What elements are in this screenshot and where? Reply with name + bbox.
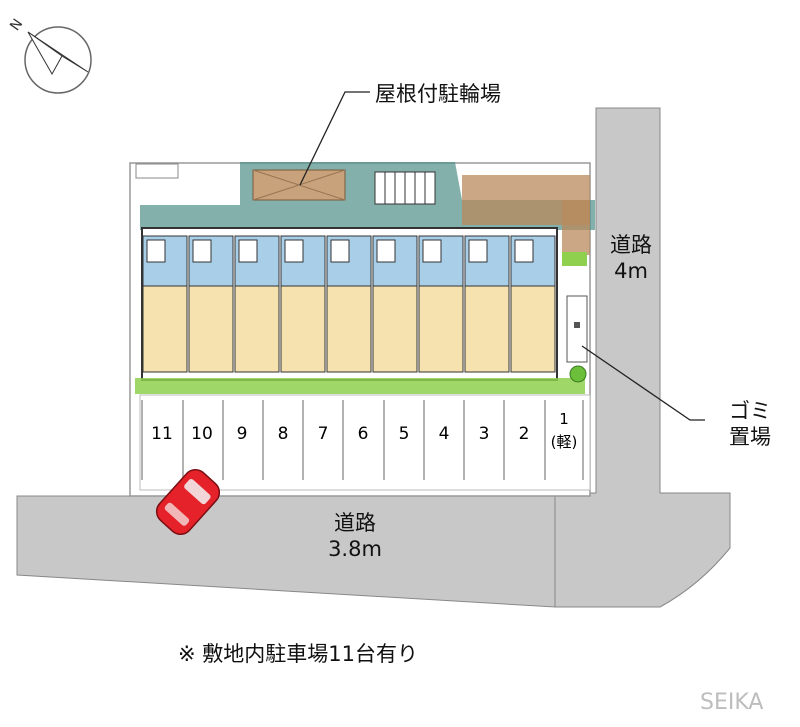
parking-dividers (141, 400, 584, 480)
svg-text:N: N (7, 16, 26, 34)
watermark: SEIKA (700, 690, 764, 715)
unit-1 (142, 235, 188, 373)
bike-shed-leader (299, 91, 370, 186)
unit-2 (188, 235, 234, 373)
garbage-label-line1: ゴミ (729, 399, 771, 423)
parking-slot-label: 8 (277, 424, 289, 444)
north-strip (135, 163, 179, 179)
garbage-label: ゴミ 置場 (710, 398, 790, 450)
unit-9 (510, 235, 556, 373)
east-road (554, 107, 731, 608)
parking-area (139, 394, 591, 491)
parking-slot-light-label: 1 (559, 410, 569, 428)
compass-icon: N (7, 16, 92, 94)
parking-slot-label: 3 (478, 424, 490, 444)
parking-slot-label: 11 (151, 424, 173, 444)
unit-5 (326, 235, 372, 373)
east-hedge (562, 252, 587, 266)
bike-shed-hatch (252, 169, 346, 201)
south-hedge (135, 378, 585, 394)
south-road-label: 道路 3.8m (300, 510, 410, 562)
parking-slot-light-note: (軽) (550, 433, 578, 451)
unit-6 (372, 235, 418, 373)
brick-side (562, 200, 590, 255)
south-road (16, 495, 556, 608)
parking-slot-label: 4 (438, 424, 450, 444)
garbage-leader (581, 345, 705, 421)
parking-slot-label: 6 (357, 424, 369, 444)
garbage-label-line2: 置場 (729, 425, 771, 449)
parking-slot-label: 10 (191, 424, 213, 444)
east-road-width: 4m (614, 259, 648, 283)
east-road-label: 道路 4m (598, 232, 664, 284)
stairs-steps (384, 172, 426, 204)
parking-slot-label: 7 (317, 424, 329, 444)
unit-8 (464, 235, 510, 373)
garbage-area (566, 295, 588, 363)
east-road-name: 道路 (610, 233, 652, 257)
parking-slot-label: 2 (518, 424, 530, 444)
south-road-name: 道路 (334, 511, 376, 535)
car-icon (155, 469, 221, 535)
parking-slot-label: 9 (236, 424, 248, 444)
shrub (569, 365, 587, 383)
unit-7 (418, 235, 464, 373)
unit-4 (280, 235, 326, 373)
garbage-bin (574, 322, 580, 328)
south-road-width: 3.8m (328, 537, 382, 561)
unit-3 (234, 235, 280, 373)
parking-slot-label: 5 (398, 424, 410, 444)
parking-note: ※ 敷地内駐車場11台有り (178, 642, 418, 666)
bike-shed-label: 屋根付駐輪場 (375, 82, 501, 106)
